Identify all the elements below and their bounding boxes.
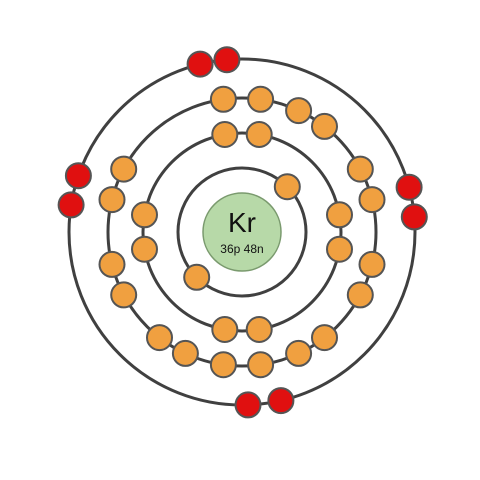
shell-3-electron bbox=[171, 339, 199, 367]
shell-3-electron bbox=[311, 324, 338, 352]
nucleus-composition: 36p 48n bbox=[220, 242, 263, 256]
shell-2-electron bbox=[326, 235, 353, 263]
shell-3-electron bbox=[311, 112, 338, 140]
shell-3-electron bbox=[146, 324, 173, 352]
shell-3-electron bbox=[285, 97, 313, 125]
shell-4-electron bbox=[267, 387, 295, 415]
shell-1-electron bbox=[273, 173, 301, 201]
shell-3-electron bbox=[247, 351, 275, 379]
shell-3-electron bbox=[209, 85, 237, 113]
shell-3-electron bbox=[209, 351, 237, 379]
shell-2-electron bbox=[245, 316, 273, 343]
shell-3-ring bbox=[106, 96, 378, 368]
shell-3-electron bbox=[247, 85, 275, 113]
shell-1-electron bbox=[183, 263, 211, 291]
shell-3-electron bbox=[346, 281, 374, 309]
shell-3-electron bbox=[346, 155, 374, 183]
shell-3-electron bbox=[110, 155, 138, 183]
shell-4-electron bbox=[57, 191, 85, 219]
shell-2-electron bbox=[131, 201, 158, 229]
shell-2-electron bbox=[326, 201, 353, 229]
shell-3-electron bbox=[358, 186, 386, 214]
shell-2-ring bbox=[141, 131, 343, 333]
shell-3-electron bbox=[98, 186, 126, 214]
nucleus-circle bbox=[202, 192, 282, 272]
shell-3-electron bbox=[285, 339, 313, 367]
shell-4-electron bbox=[64, 162, 92, 190]
shell-3-electron bbox=[98, 250, 126, 278]
shell-4-electron bbox=[186, 50, 214, 78]
shell-1-ring bbox=[176, 166, 308, 298]
shell-2-electron bbox=[211, 121, 239, 148]
shell-2-electron bbox=[131, 235, 158, 263]
shell-4-electron bbox=[395, 173, 423, 201]
shell-4-electron bbox=[400, 203, 428, 231]
shell-2-electron bbox=[211, 316, 239, 343]
shell-3-electron bbox=[110, 281, 138, 309]
element-symbol: Kr bbox=[228, 207, 256, 238]
shell-3-electron bbox=[358, 250, 386, 278]
shell-4-electron bbox=[213, 46, 241, 74]
nucleus: Kr 36p 48n bbox=[202, 192, 282, 272]
shell-4-electron bbox=[234, 391, 262, 419]
shell-2-electron bbox=[245, 121, 273, 148]
electrons bbox=[57, 46, 428, 419]
